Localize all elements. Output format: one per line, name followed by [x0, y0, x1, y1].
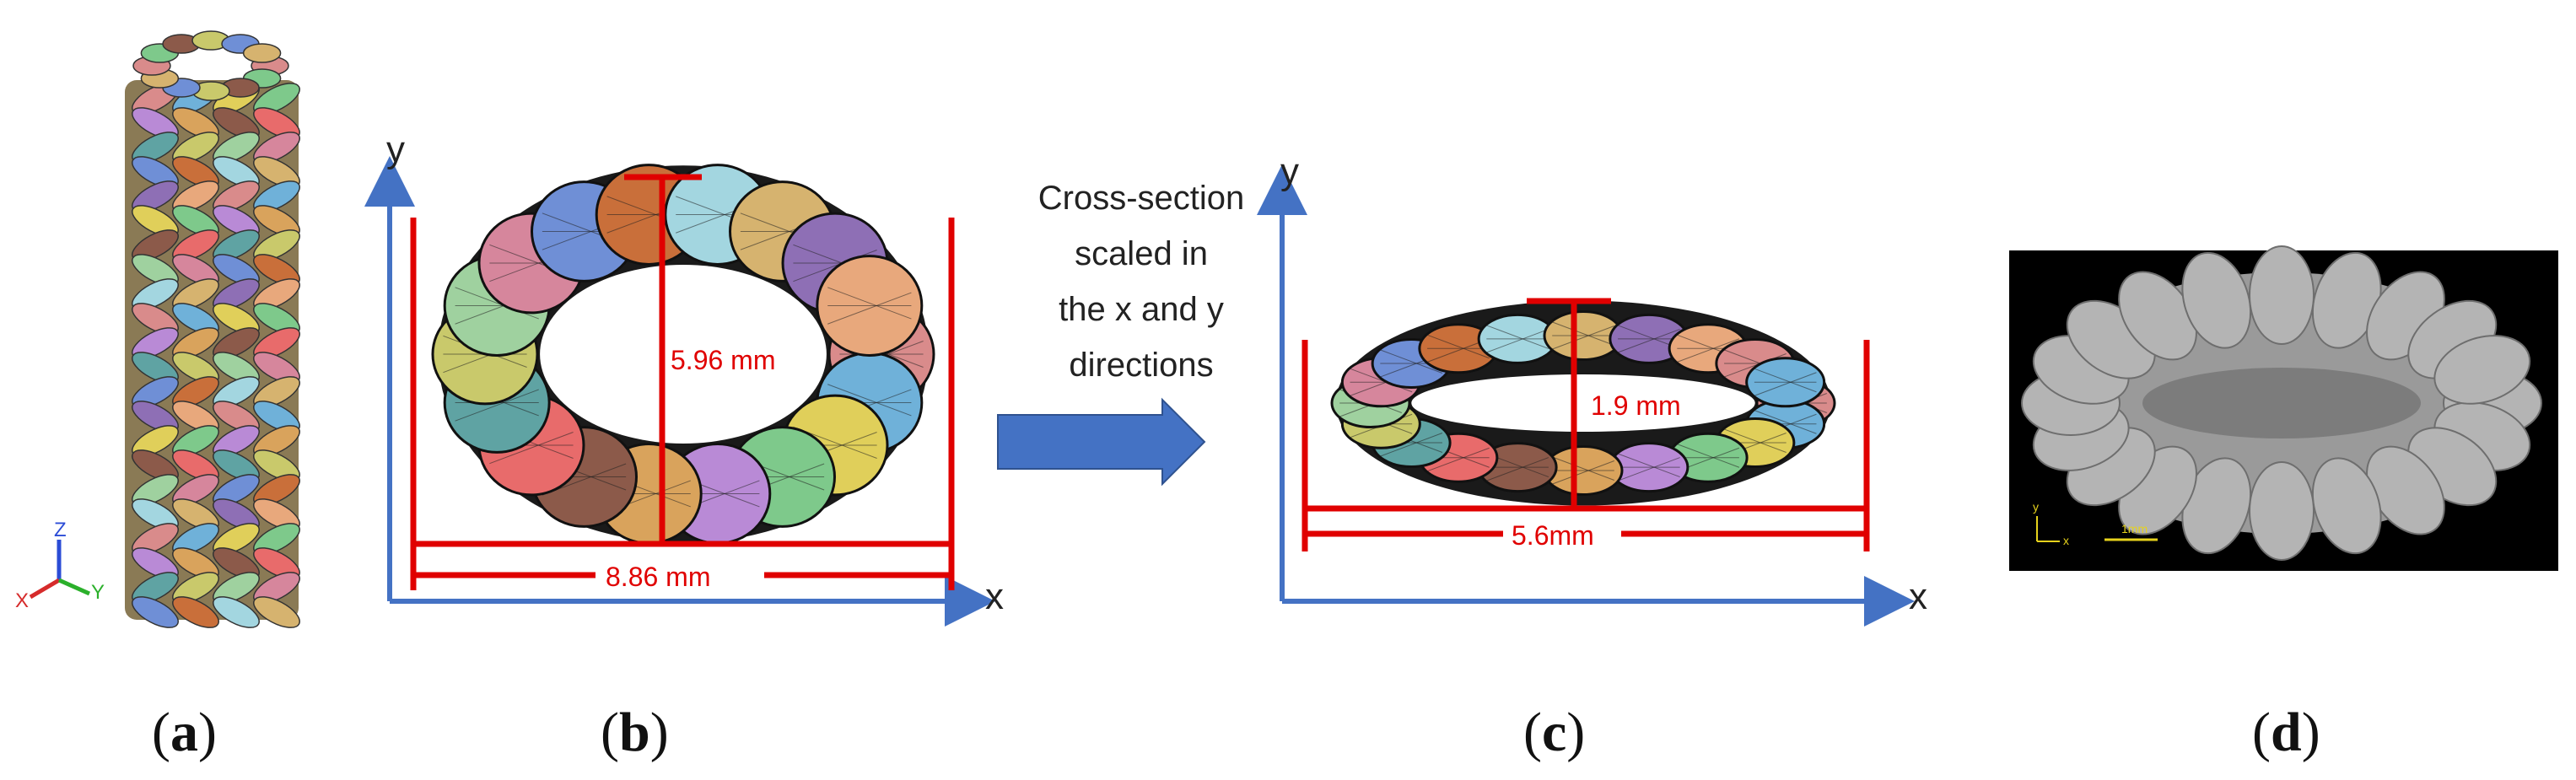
panel-d-micro-ct-image: y x 1mm	[2009, 245, 2558, 571]
panel-b-cross-section: y x 5.96 mm 8.86 mm	[364, 129, 1004, 627]
height-dimension-label: 1.9 mm	[1591, 390, 1681, 421]
triad-x-label: X	[15, 589, 29, 612]
triad-z-label: Z	[54, 519, 67, 541]
transform-caption-line-3: the x and y	[1059, 291, 1224, 328]
micro-ct-axis-triad-icon	[2036, 516, 2060, 542]
transform-caption-line-1: Cross-section	[1038, 180, 1245, 217]
cross-section-mesh-image	[431, 164, 935, 545]
micro-ct-y-label: y	[2033, 500, 2039, 514]
transform-caption-line-2: scaled in	[1075, 235, 1208, 272]
right-arrow-icon	[997, 397, 1206, 487]
micro-ct-x-label: x	[2063, 534, 2069, 547]
panel-label-c: (c)	[1523, 702, 1585, 763]
panel-label-d: (d)	[2252, 702, 2320, 763]
rope-model-image	[125, 30, 300, 628]
y-axis-label: y	[1280, 151, 1299, 192]
micro-ct-cross-section-image	[2021, 245, 2542, 561]
width-dimension-label: 8.86 mm	[606, 562, 710, 592]
triad-y-label: Y	[91, 581, 105, 604]
transform-arrow-group: Cross-section scaled in the x and y dire…	[997, 180, 1245, 487]
axis-triad-icon: Z X Y	[15, 519, 105, 612]
transform-caption-line-4: directions	[1069, 347, 1213, 384]
x-axis-label: x	[985, 576, 1004, 617]
width-dimension-label: 5.6mm	[1512, 520, 1594, 551]
panel-a-braided-rope: Z X Y	[15, 30, 300, 628]
panel-label-b: (b)	[601, 702, 669, 763]
panel-c-scaled-cross-section: y x 1.9 mm 5.6mm	[1257, 151, 1927, 627]
scale-bar-label: 1mm	[2121, 522, 2148, 535]
dimension-lines	[410, 174, 955, 590]
x-axis-label: x	[1909, 576, 1927, 617]
y-axis-label: y	[386, 129, 405, 170]
height-dimension-label: 5.96 mm	[671, 345, 775, 375]
scaled-cross-section-mesh-image	[1330, 300, 1836, 506]
panel-label-a: (a)	[152, 702, 217, 763]
